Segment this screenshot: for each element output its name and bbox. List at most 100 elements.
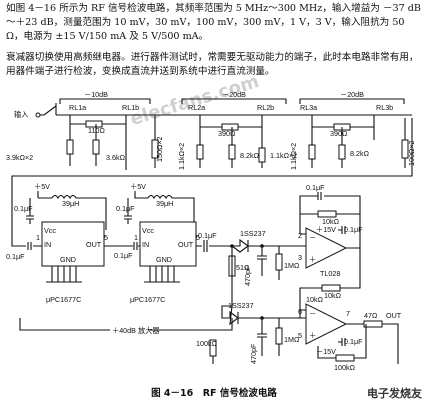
label-47: 47Ω [364,311,378,320]
label-10k-fb-top: 10kΩ [322,217,340,226]
cap-470-a: 470pF [243,265,252,286]
opamp-bottom-pin7: 7 [346,309,350,318]
ic-b-pin1: 1 [134,233,138,242]
cap-470-b: 470pF [249,343,258,364]
watermark-corner: 电子发烧友 [367,387,422,400]
resistor-10k-mid [321,284,341,292]
label-1-1k-a: 1.1kΩ×2 [177,143,186,170]
label-110: 110Ω [88,126,105,135]
opamp-tl028 [305,227,348,269]
relay-rl3b: RL3b [376,103,393,112]
inductor-amp2: 39μH [156,199,173,208]
label-51: 51Ω [236,263,250,272]
vpos-top: ＋15V [316,225,336,234]
opamp-top-pin3: 3 [298,253,302,262]
attenuator-stage-2: －20dB RL2a RL2b 390Ω 1.1kΩ×2 8.2kΩ 1.1kΩ… [177,90,297,170]
relay-rl1b: RL1b [122,103,139,112]
ic-upc1677c-b [139,221,197,267]
input-terminal [35,112,41,118]
resistor-1-1k-c [308,144,316,160]
supply-5v-b: ＋5V [130,182,146,191]
opamp-top-minus: － [309,233,316,242]
opamp-top-pin2: 2 [298,231,302,240]
label-8-2k-a: 8.2kΩ [240,151,260,160]
stage-3-label: －20dB [340,90,364,99]
resistor-8-2k-b [338,144,346,160]
detector-block: 0.1μF 51Ω 1SS237 470pF 1MΩ － ＋ 2 3 ＋15V … [196,183,402,372]
ic-a-pin1: 1 [36,233,40,242]
ic-b-label: μPC1677C [130,295,165,304]
ic-a-vcc: Vcc [44,226,56,235]
vneg-bottom: －15V [316,347,336,356]
label-1-1k-c: 1.1kΩ×2 [289,143,298,170]
ic-a-pin5: 5 [104,233,108,242]
ic-b-pin5: 5 [196,233,200,242]
relay-rl1a: RL1a [69,103,86,112]
attenuator-chain: 输入 －10dB RL1a RL1b 110Ω 3.9kΩ×2 3.6kΩ 15… [6,90,416,170]
label-390-a: 390Ω [218,129,236,138]
resistor-8-2k-a [228,144,236,160]
attenuator-stage-3: －20dB RL3a RL3b 390Ω 1.1kΩ×2 8.2kΩ 100Ω×… [289,90,416,170]
relay-rl2b: RL2b [257,103,274,112]
label-10k-mid: 10kΩ [324,291,342,300]
inductor-amp1: 39μH [62,199,79,208]
cap-amp2-b: 0.1μF [114,251,133,260]
label-8-2k-b: 8.2kΩ [350,149,370,158]
ic-upc1677c-a [41,221,105,267]
ic-b-vcc: Vcc [142,226,154,235]
ic-a-in: IN [44,240,51,249]
label-10k-c: 10kΩ [306,295,324,304]
ic-b-out: OUT [178,240,194,249]
label-150: 150Ω×2 [155,136,164,162]
figure-caption: 图 4－16 RF 信号检波电路 [151,388,277,399]
cap-coupling: 0.1μF [198,231,217,240]
relay-paragraph: 衰减器切换使用高频继电器。进行器件测试时，常需要无驱动能力的端子，此时本电路非常… [6,52,419,77]
cap-amp2-a: 0.1μF [116,204,135,213]
opamp-bottom-minus: － [309,309,316,318]
diode-top-label: 1SS237 [240,229,266,238]
opamp-top-plus: ＋ [309,255,316,264]
stage-2-label: －20dB [222,90,246,99]
ic-a-label: μPC1677C [46,295,81,304]
ic-a-gnd: GND [60,255,76,264]
cap-amp1-a: 0.1μF [14,204,33,213]
label-1m-b: 1MΩ [284,335,300,344]
resistor-1m-b [275,327,283,345]
ic-b-gnd: GND [156,255,172,264]
resistor-1-1k-b [258,147,266,163]
resistor-3-6k [92,139,100,155]
input-label: 输入 [14,110,28,119]
resistor-47 [363,320,383,328]
cap-fb-top: 0.1μF [306,183,325,192]
resistor-10k-fb-top [317,210,337,218]
resistor-100k-b [335,354,355,362]
cap-dec-top: 0.1μF [344,225,363,234]
relay-rl2a: RL2a [188,103,205,112]
relay-rl3a: RL3a [300,103,317,112]
amplifier-label: ＋40dB 放大器 [112,326,160,335]
resistor-1-1k-a [196,144,204,160]
label-100k-a: 100kΩ [196,339,218,348]
attenuator-stage-1: －10dB RL1a RL1b 110Ω 3.9kΩ×2 3.6kΩ 150Ω×… [6,90,164,170]
label-1-1k-b: 1.1kΩ×2 [270,151,297,160]
opamp-bottom [305,303,348,345]
stage-1-label: －10dB [84,90,108,99]
cap-dec-bottom: 0.1μF [344,337,363,346]
label-3-9k: 3.9kΩ×2 [6,153,33,162]
cap-amp1-b: 0.1μF [6,252,25,261]
label-3-6k: 3.6kΩ [106,153,126,162]
label-100k-b: 100kΩ [334,363,356,372]
out-label: OUT [386,311,402,320]
intro-paragraph: 如图 4－16 所示为 RF 信号检波电路，其频率范围为 5 MHz～300 M… [6,3,421,42]
diode-bottom-label: 1SS237 [228,301,254,310]
opamp-bottom-pin5: 5 [298,331,302,340]
opamp-label: TL028 [320,269,340,278]
label-1m: 1MΩ [284,261,300,270]
ic-a-out: OUT [86,240,102,249]
ic-b-in: IN [142,240,149,249]
resistor-1m [275,253,283,271]
opamp-bottom-plus: ＋ [309,331,316,340]
supply-5v-a: ＋5V [34,182,50,191]
resistor-3-9k [66,139,74,155]
